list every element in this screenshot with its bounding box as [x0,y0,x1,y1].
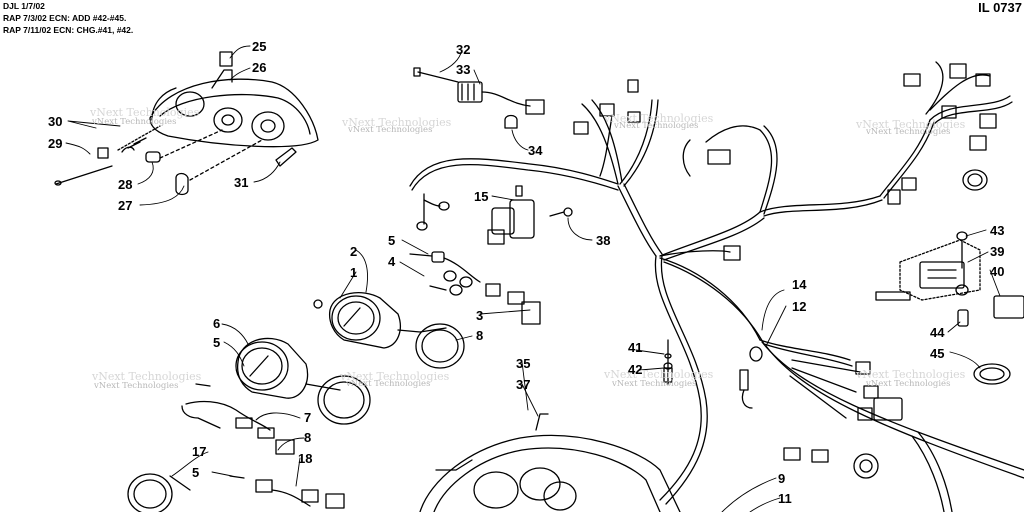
leader-lines [65,45,1001,512]
instrument-console [419,413,681,512]
callout-15: 15 [474,189,488,204]
callout-26: 26 [252,60,266,75]
watermarks: vNext Technologies vNext Technologies vN… [89,106,966,391]
callout-12: 12 [792,299,806,314]
revision-line-1: DJL 1/7/02 [3,1,45,11]
callout-35: 35 [516,356,530,371]
callout-17: 17 [192,444,206,459]
callout-34: 34 [528,143,543,158]
callout-41: 41 [628,340,642,355]
callout-1: 1 [350,265,357,280]
callout-25: 25 [252,39,266,54]
svg-text:vNext Technologies: vNext Technologies [341,116,452,129]
callout-7: 7 [304,410,311,425]
gauge-speedometer [235,337,371,425]
revision-line-2: RAP 7/3/02 ECN: ADD #42-#45. [3,13,127,23]
revision-line-3: RAP 7/11/02 ECN: CHG.#41, #42. [3,25,134,35]
callout-2: 2 [350,244,357,259]
callout-30: 30 [48,114,62,129]
callout-5-c: 5 [192,465,199,480]
callout-43: 43 [990,223,1004,238]
callout-8-a: 8 [476,328,483,343]
callout-39: 39 [990,244,1004,259]
callout-42: 42 [628,362,642,377]
callout-31: 31 [234,175,248,190]
svg-text:vNext Technologies: vNext Technologies [855,118,966,131]
svg-text:vNext Technologies: vNext Technologies [611,379,696,389]
svg-text:vNext Technologies: vNext Technologies [339,370,450,383]
svg-text:vNext Technologies: vNext Technologies [855,368,966,381]
svg-text:vNext Technologies: vNext Technologies [603,112,714,125]
gauge-wire-leads [181,251,541,509]
callout-18: 18 [298,451,312,466]
sensor-41-42 [663,339,673,385]
callout-6: 6 [213,316,220,331]
svg-text:vNext Technologies: vNext Technologies [347,125,432,135]
svg-text:vNext Technologies: vNext Technologies [91,370,202,383]
callout-3: 3 [476,308,483,323]
callout-32: 32 [456,42,470,57]
callout-29: 29 [48,136,62,151]
callout-44: 44 [930,325,945,340]
relay-and-connector-top [413,67,641,135]
callout-27: 27 [118,198,132,213]
headlight-assembly [149,51,319,148]
callout-11: 11 [778,491,792,506]
svg-text:vNext Technologies: vNext Technologies [603,368,714,381]
callout-33: 33 [456,62,470,77]
svg-text:vNext Technologies: vNext Technologies [91,117,176,127]
callout-5-a: 5 [388,233,395,248]
svg-text:vNext Technologies: vNext Technologies [345,379,430,389]
callout-14: 14 [792,277,807,292]
gauge-tachometer [313,292,465,369]
callout-45: 45 [930,346,944,361]
control-module [875,231,1024,385]
gauge-lower [127,473,191,512]
svg-text:vNext Technologies: vNext Technologies [613,121,698,131]
callout-40: 40 [990,264,1004,279]
callout-4: 4 [388,254,396,269]
svg-text:vNext Technologies: vNext Technologies [865,127,950,137]
illustration-code: IL 0737 [978,0,1022,15]
svg-text:vNext Technologies: vNext Technologies [89,106,200,119]
callout-28: 28 [118,177,132,192]
callout-numbers: 25 26 30 29 28 27 31 32 33 34 15 38 2 1 … [48,39,1004,506]
svg-text:vNext Technologies: vNext Technologies [93,381,178,391]
main-wiring-harness [409,61,1024,512]
harness-connectors [416,63,997,479]
callout-5-b: 5 [213,335,220,350]
bulb-and-socket-parts [54,125,297,196]
callout-37: 37 [516,377,530,392]
svg-text:vNext Technologies: vNext Technologies [865,379,950,389]
callout-8-b: 8 [304,430,311,445]
callout-9: 9 [778,471,785,486]
callout-38: 38 [596,233,610,248]
